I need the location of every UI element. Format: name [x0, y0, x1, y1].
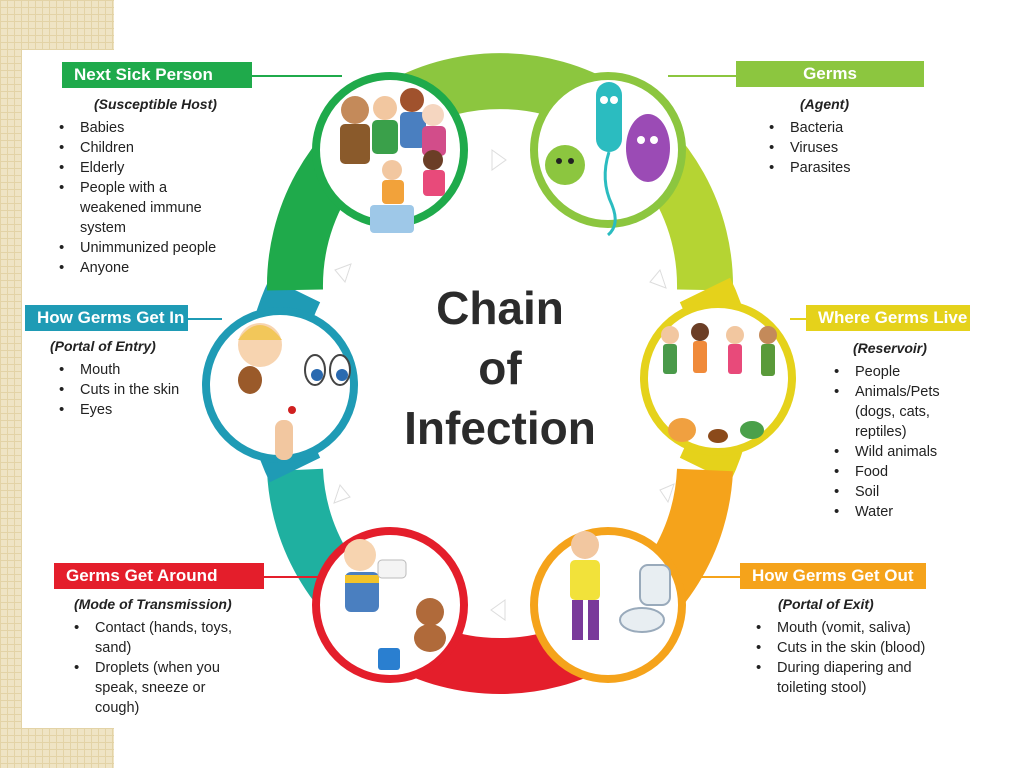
arrow-host-to-germs [491, 149, 507, 171]
list-item: Contact (hands, toys, sand) [70, 618, 245, 658]
header-how-germs-get-in: How Germs Get In [25, 305, 188, 331]
stage-circle-host [312, 72, 468, 233]
list-item: During diapering and toileting stool) [752, 658, 917, 698]
list-item: Cuts in the skin (blood) [752, 638, 982, 658]
diagram-title: Chain of Infection [382, 278, 618, 458]
list-item: Droplets (when you speak, sneeze or coug… [70, 658, 245, 718]
list-item: Mouth (vomit, saliva) [752, 618, 982, 638]
subtitle-reservoir: (Reservoir) [853, 340, 927, 356]
title-line-1: Chain [436, 282, 564, 334]
list-germs-get-around: Contact (hands, toys, sand) Droplets (wh… [70, 618, 250, 718]
list-item: Mouth [55, 360, 215, 380]
list-next-sick-person: Babies Children Elderly People with a we… [55, 118, 255, 278]
list-item: Animals/Pets (dogs, cats, reptiles) [830, 382, 960, 442]
subtitle-portal-of-exit: (Portal of Exit) [778, 596, 874, 612]
arrow-transmission-to-entry [333, 483, 351, 504]
header-germs: Germs [736, 61, 924, 87]
stage-circle-transmission [312, 527, 468, 683]
connector-germs [668, 75, 736, 77]
list-item: Wild animals [830, 442, 960, 462]
connector-reservoir [790, 318, 808, 320]
header-germs-get-around: Germs Get Around [54, 563, 264, 589]
stage-circle-reservoir [640, 300, 796, 456]
list-item: Elderly [55, 158, 255, 178]
list-item: Babies [55, 118, 255, 138]
title-line-3: Infection [404, 402, 596, 454]
stage-circle-germs [530, 72, 686, 237]
connector-entry [188, 318, 222, 320]
subtitle-mode-of-transmission: (Mode of Transmission) [74, 596, 232, 612]
decorative-border-bottom [0, 728, 114, 768]
center-circle [360, 237, 640, 517]
list-item: Cuts in the skin [55, 380, 215, 400]
list-item: Anyone [55, 258, 255, 278]
arrow-germs-to-reservoir [649, 268, 667, 289]
list-item: Children [55, 138, 255, 158]
subtitle-agent: (Agent) [800, 96, 849, 112]
header-where-germs-live: Where Germs Live [806, 305, 970, 331]
header-next-sick-person: Next Sick Person [62, 62, 252, 88]
connector-transmission [262, 576, 322, 578]
arrow-exit-to-transmission [490, 599, 506, 621]
list-where-germs-live: People Animals/Pets (dogs, cats, reptile… [830, 362, 960, 522]
list-how-germs-get-out: Mouth (vomit, saliva) Cuts in the skin (… [752, 618, 982, 698]
list-item: Parasites [765, 158, 965, 178]
list-item: Eyes [55, 400, 215, 420]
stage-circle-entry [202, 307, 358, 463]
list-item: Unimmunized people [55, 238, 255, 258]
connector-exit [678, 576, 740, 578]
arrow-reservoir-to-exit [659, 483, 675, 504]
header-how-germs-get-out: How Germs Get Out [740, 563, 926, 589]
stage-circle-exit [530, 527, 686, 683]
flow-arrows [333, 149, 675, 621]
title-line-2: of [478, 342, 522, 394]
list-how-germs-get-in: Mouth Cuts in the skin Eyes [55, 360, 215, 420]
decorative-border-left [0, 0, 22, 768]
subtitle-susceptible-host: (Susceptible Host) [94, 96, 217, 112]
subtitle-portal-of-entry: (Portal of Entry) [50, 338, 156, 354]
list-item: Bacteria [765, 118, 965, 138]
list-item: Water [830, 502, 960, 522]
connector-host [252, 75, 342, 77]
list-germs: Bacteria Viruses Parasites [765, 118, 965, 178]
arrow-entry-to-host [334, 263, 352, 284]
list-item: People with a weakened immune system [55, 178, 215, 238]
list-item: Viruses [765, 138, 965, 158]
list-item: People [830, 362, 960, 382]
list-item: Food [830, 462, 960, 482]
list-item: Soil [830, 482, 960, 502]
